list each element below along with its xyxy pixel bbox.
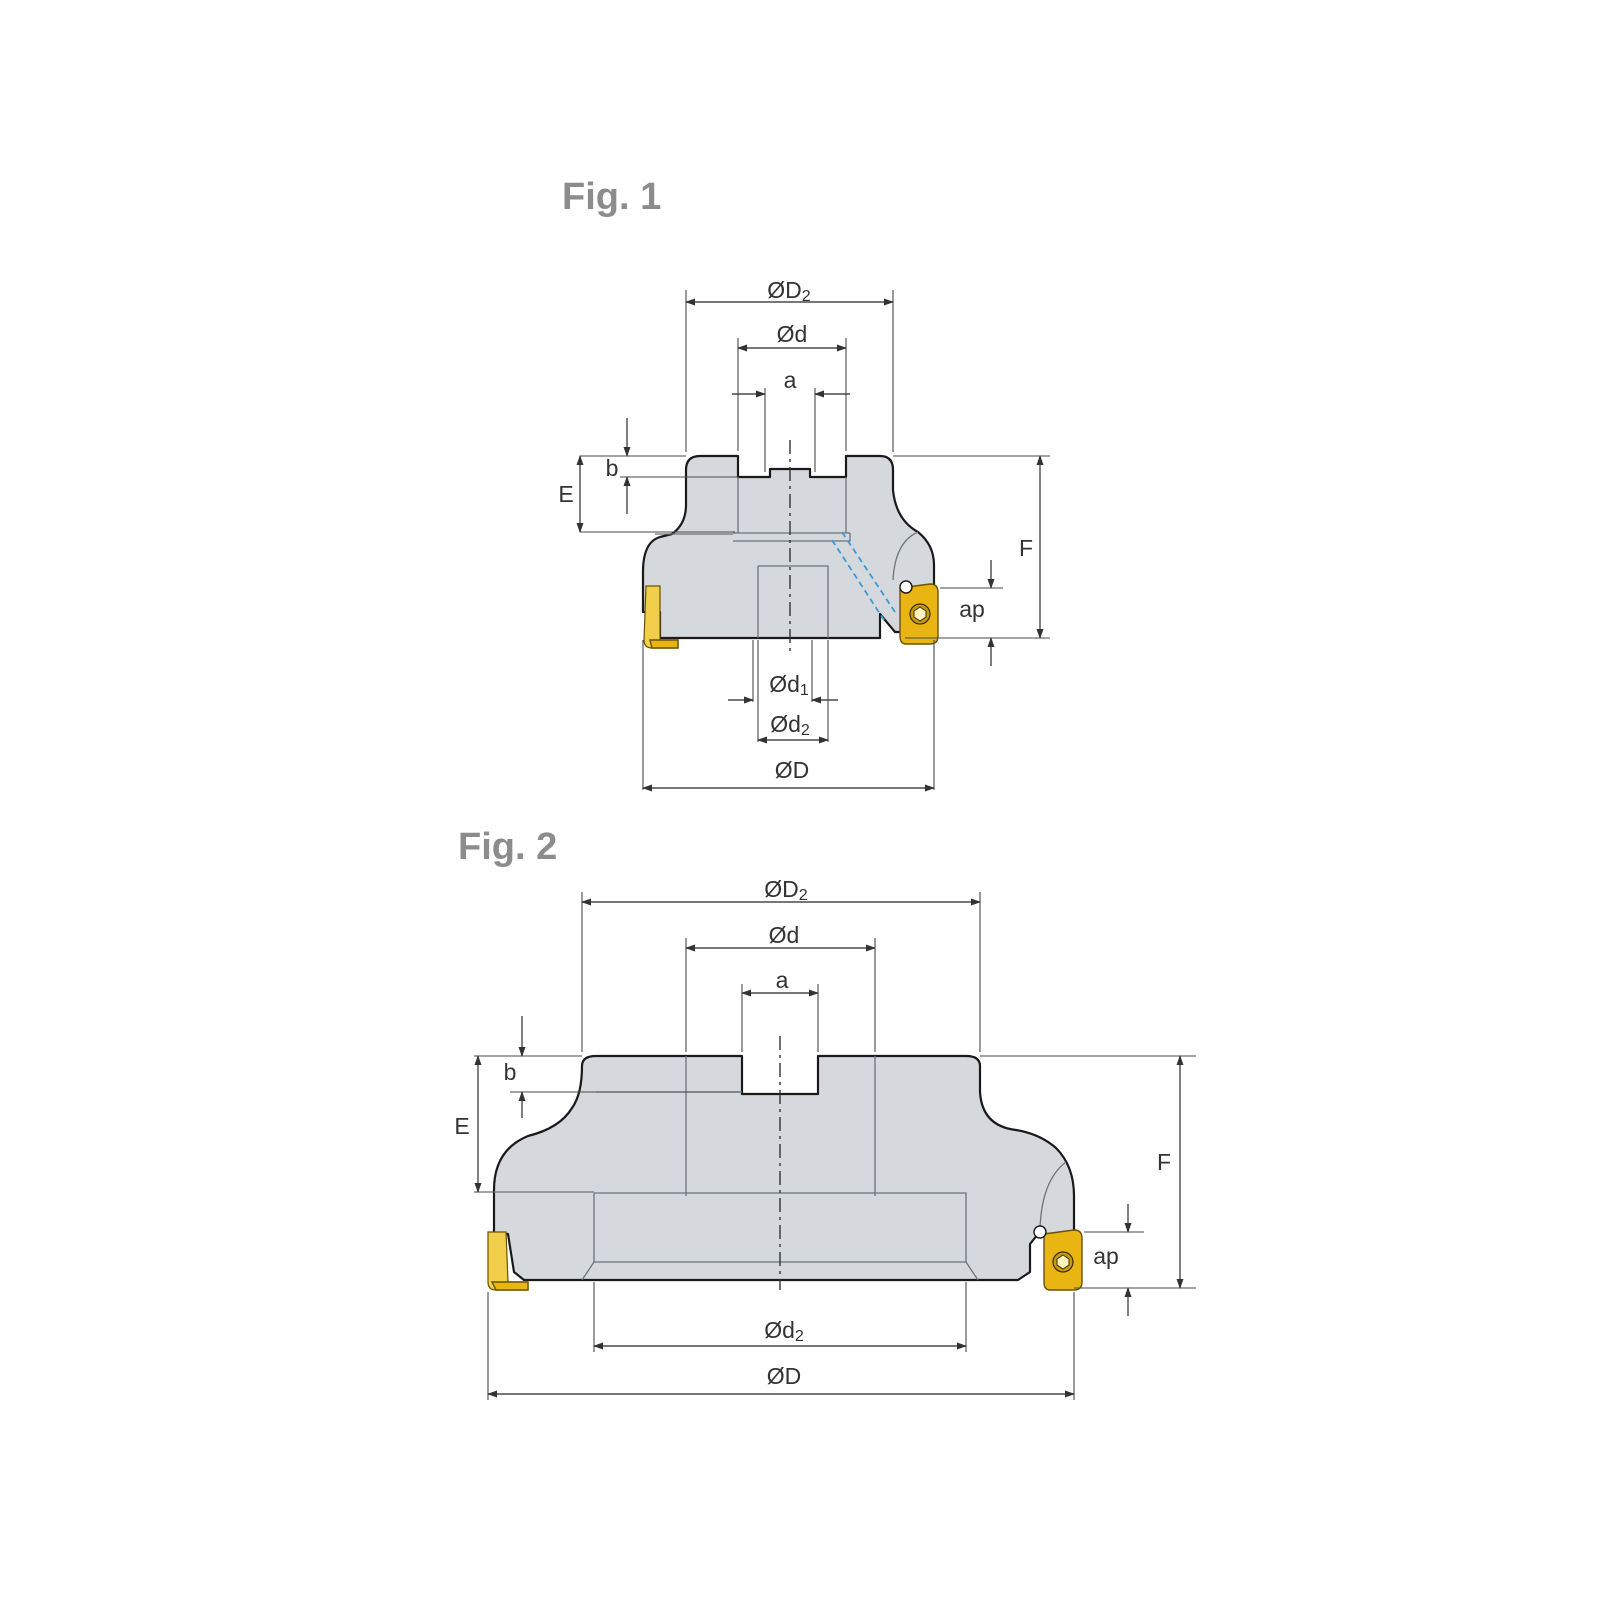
figure-2-left-insert [487, 1231, 529, 1291]
figure-2-label-d2: Ød2 [764, 1317, 804, 1345]
figure-1-label-ap: ap [959, 596, 985, 622]
figure-2-label-E: E [454, 1113, 469, 1139]
figure-2-cutter-body [492, 1054, 1076, 1282]
figure-1-cutter-body [641, 454, 936, 640]
figure-2-label-d: Ød [769, 922, 800, 948]
figure-2-label-b: b [504, 1059, 517, 1085]
figure-1-label-d: Ød [777, 321, 808, 347]
figure-2-label-a: a [776, 967, 789, 993]
figure-1-label-d1: Ød1 [769, 671, 809, 699]
figure-1-label-b: b [606, 455, 619, 481]
figure-1-right-insert [899, 580, 939, 645]
figure-2-label-D2: ØD2 [764, 876, 808, 904]
figure-1-label-d2: Ød2 [770, 711, 810, 739]
figure-2-label-D: ØD [767, 1363, 802, 1389]
figure-2-label-F: F [1157, 1149, 1171, 1175]
figure-2-title: Fig. 2 [458, 826, 557, 868]
figure-1-label-a: a [784, 367, 797, 393]
figure-2: Fig. 2 [454, 826, 1196, 1400]
figure-1-left-insert [643, 585, 679, 649]
figure-2-right-insert [1033, 1225, 1083, 1291]
figure-1-label-D: ØD [775, 757, 810, 783]
figure-1: Fig. 1 [558, 176, 1050, 792]
figure-1-coolant-channel [831, 531, 896, 621]
figure-2-label-ap: ap [1093, 1243, 1119, 1269]
figure-1-label-F: F [1019, 535, 1033, 561]
figure-1-title: Fig. 1 [562, 176, 661, 218]
figure-1-label-D2: ØD2 [767, 277, 811, 305]
figure-1-label-E: E [558, 481, 573, 507]
